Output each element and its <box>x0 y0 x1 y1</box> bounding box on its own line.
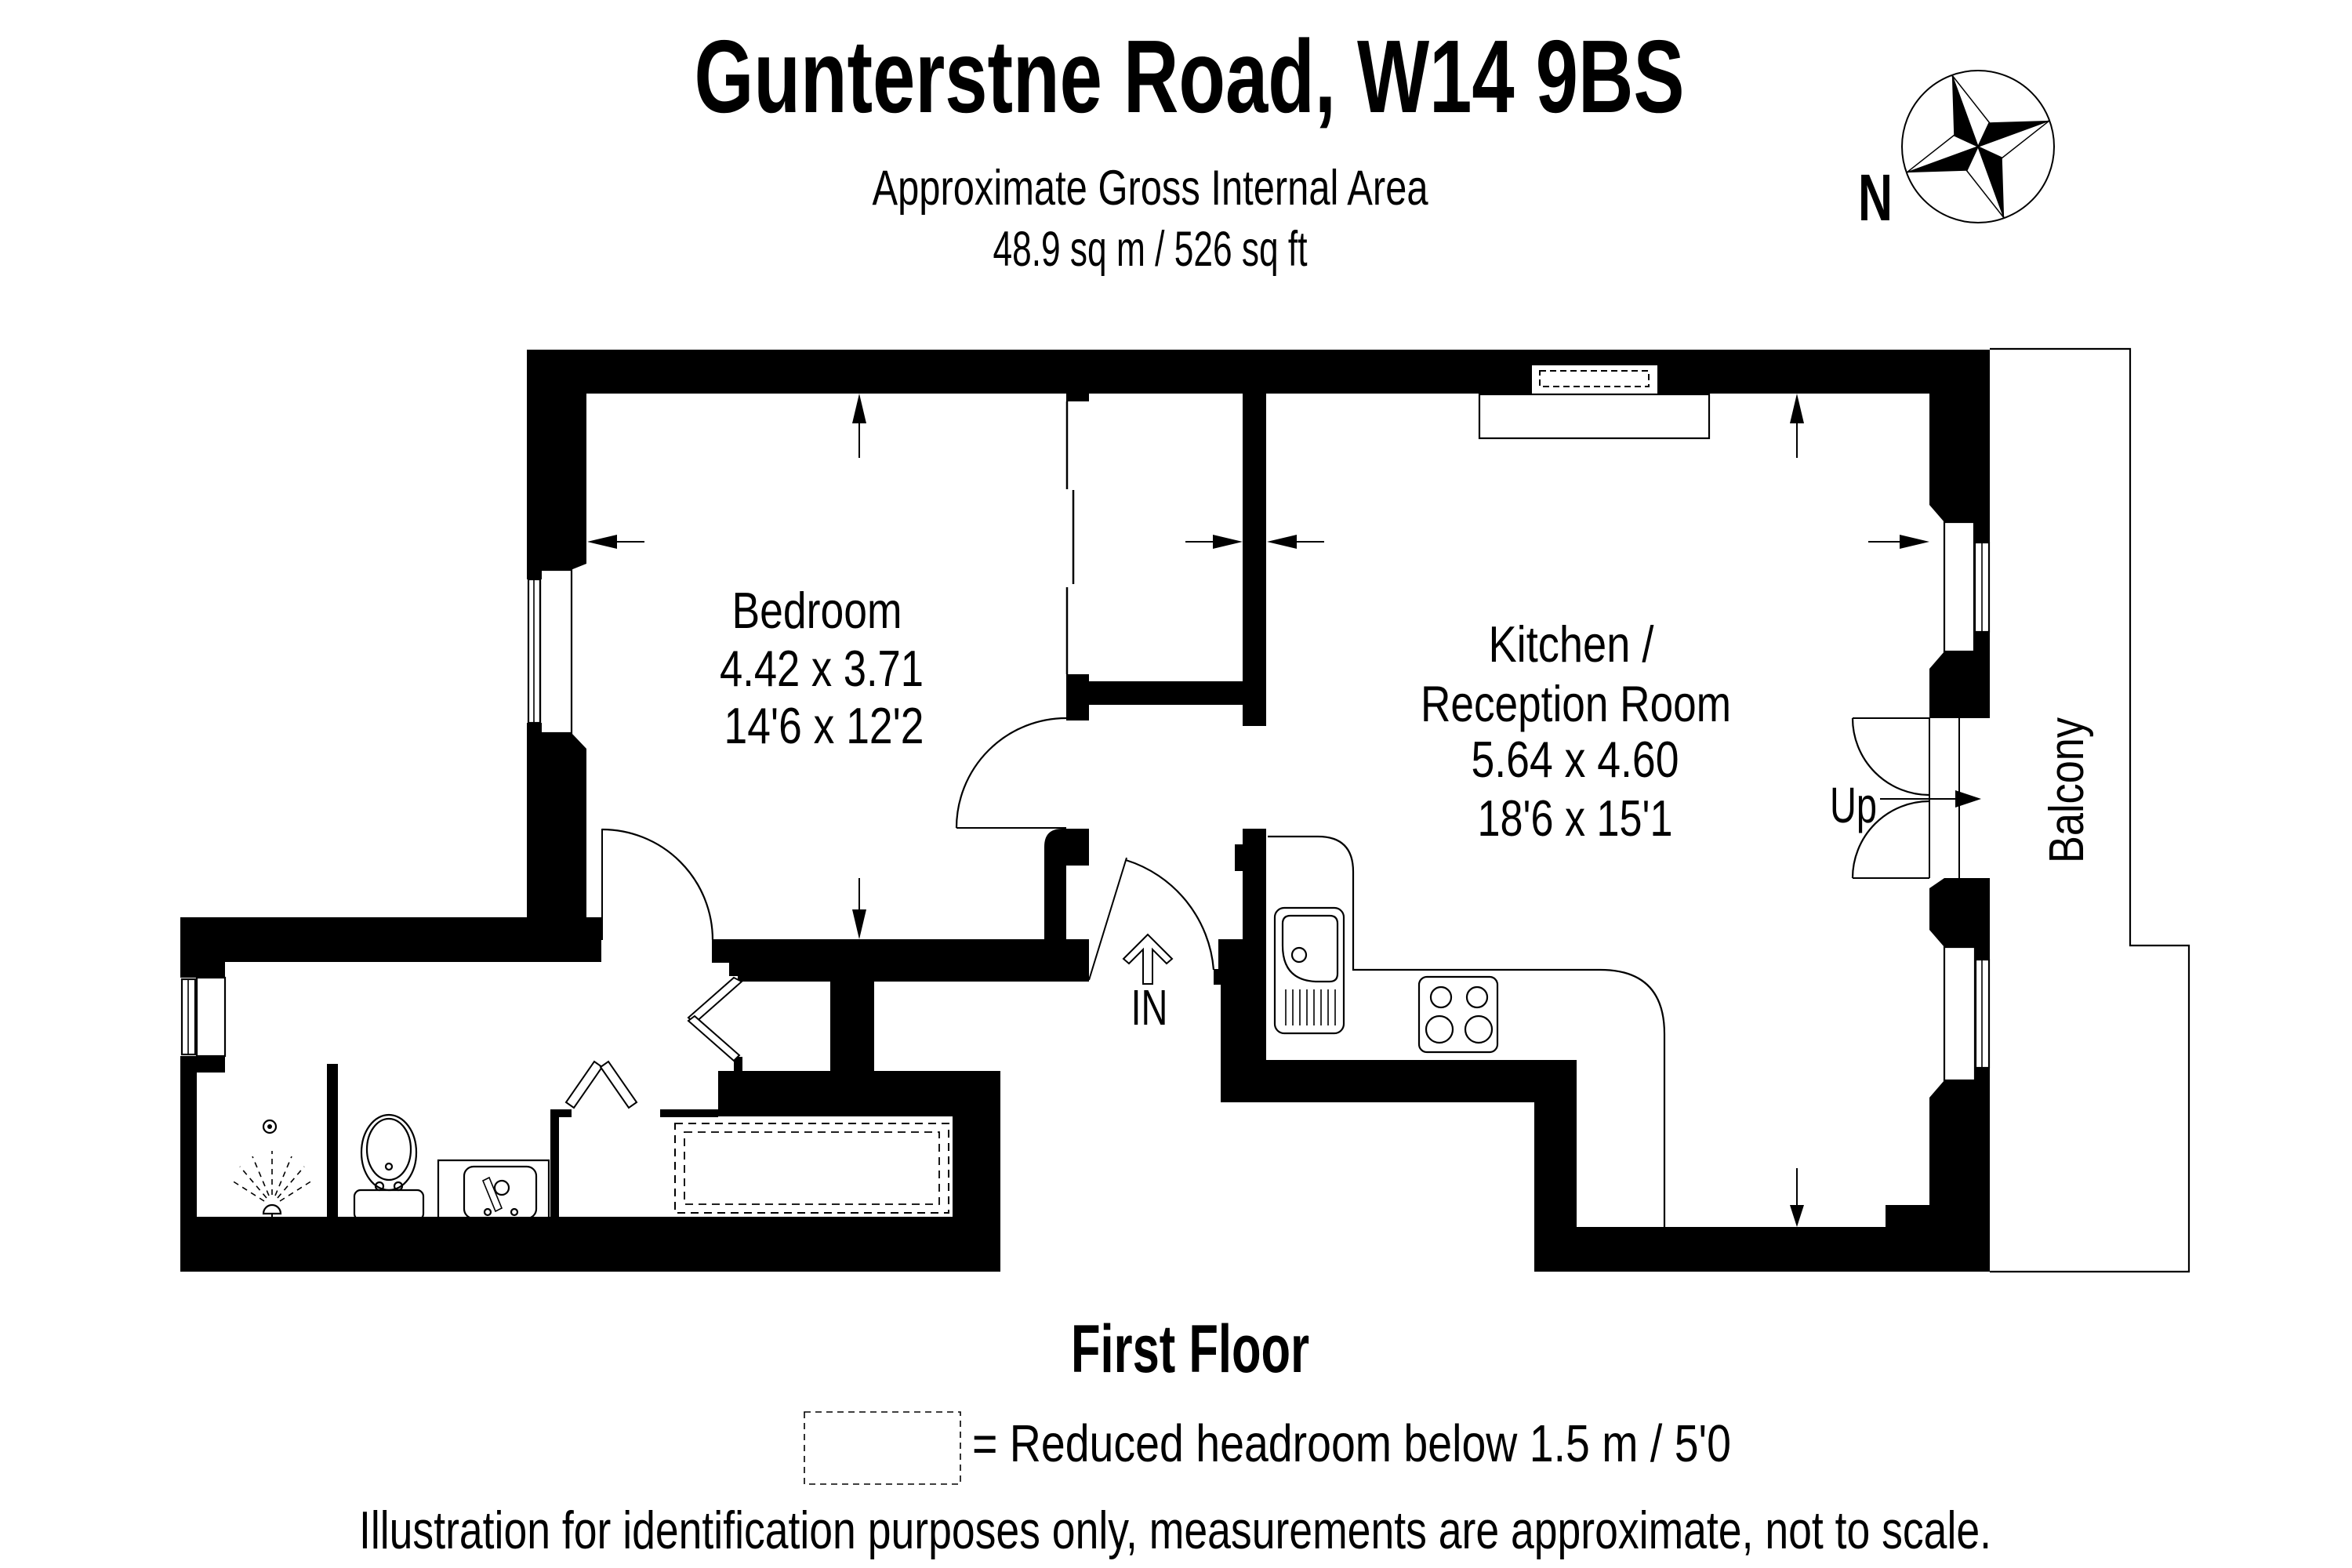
svg-text:Illustration for identificatio: Illustration for identification purposes… <box>359 1501 1991 1560</box>
svg-text:Approximate Gross Internal Are: Approximate Gross Internal Area <box>873 161 1429 216</box>
svg-text:5.64 x 4.60: 5.64 x 4.60 <box>1472 731 1679 788</box>
svg-text:Balcony: Balcony <box>2040 717 2094 863</box>
svg-text:Up: Up <box>1830 777 1877 833</box>
svg-text:4.42 x 3.71: 4.42 x 3.71 <box>720 640 924 697</box>
svg-text:Reception Room: Reception Room <box>1421 675 1731 732</box>
svg-text:N: N <box>1858 161 1893 234</box>
svg-text:18'6 x 15'1: 18'6 x 15'1 <box>1478 789 1673 847</box>
svg-text:14'6 x 12'2: 14'6 x 12'2 <box>724 697 924 754</box>
svg-text:IN: IN <box>1131 979 1168 1036</box>
svg-text:First Floor: First Floor <box>1071 1312 1309 1387</box>
svg-text:Bedroom: Bedroom <box>732 582 902 639</box>
svg-text:48.9 sq m / 526 sq ft: 48.9 sq m / 526 sq ft <box>993 222 1308 277</box>
svg-text:= Reduced headroom below 1.5: = Reduced headroom below 1.5 m / 5'0 <box>972 1414 1731 1473</box>
svg-text:Gunterstne Road, W14 9BS: Gunterstne Road, W14 9BS <box>695 19 1685 134</box>
svg-text:Kitchen /: Kitchen / <box>1489 615 1655 673</box>
